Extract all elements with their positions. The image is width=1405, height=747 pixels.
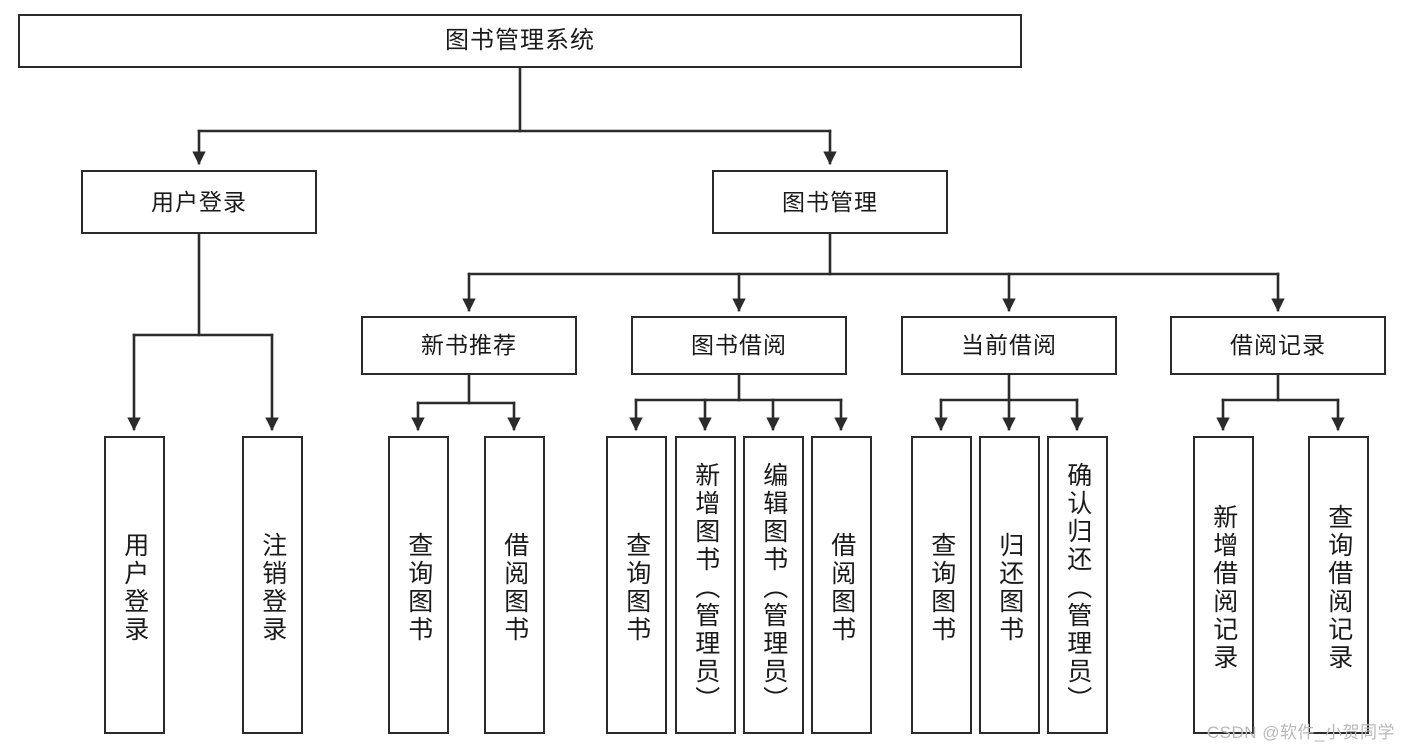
node-label: 用户登录 xyxy=(151,188,247,215)
node-book-management[interactable]: 图书管理 xyxy=(712,170,948,234)
leaf-user-logout[interactable]: 注销登录 xyxy=(242,436,303,734)
leaf-confirm-return-admin[interactable]: 确认归还（管理员） xyxy=(1047,436,1108,734)
leaf-label: 查询借阅记录 xyxy=(1324,504,1353,672)
leaf-label: 借阅图书 xyxy=(500,532,529,644)
leaf-label: 新增借阅记录 xyxy=(1209,504,1238,672)
node-label: 当前借阅 xyxy=(961,332,1057,359)
leaf-label: 注销登录 xyxy=(258,532,287,644)
leaf-borrow-book[interactable]: 借阅图书 xyxy=(811,436,872,734)
leaf-label: 查询图书 xyxy=(622,532,651,644)
node-label: 图书管理系统 xyxy=(445,27,595,54)
node-user-login[interactable]: 用户登录 xyxy=(81,170,317,234)
leaf-label: 编辑图书（管理员） xyxy=(759,462,788,714)
node-new-book-recommend[interactable]: 新书推荐 xyxy=(361,316,577,375)
node-root-system[interactable]: 图书管理系统 xyxy=(18,14,1022,68)
leaf-label: 新增图书（管理员） xyxy=(691,462,720,714)
node-borrow-record[interactable]: 借阅记录 xyxy=(1170,316,1386,375)
leaf-label: 归还图书 xyxy=(995,532,1024,644)
leaf-borrow-book-recommend[interactable]: 借阅图书 xyxy=(484,436,545,734)
leaf-return-book[interactable]: 归还图书 xyxy=(979,436,1040,734)
node-book-borrow[interactable]: 图书借阅 xyxy=(631,316,847,375)
leaf-label: 确认归还（管理员） xyxy=(1063,462,1092,714)
node-label: 借阅记录 xyxy=(1230,332,1326,359)
leaf-query-book-borrow[interactable]: 查询图书 xyxy=(606,436,667,734)
node-current-borrow[interactable]: 当前借阅 xyxy=(901,316,1117,375)
node-label: 图书借阅 xyxy=(691,332,787,359)
leaf-query-book-current[interactable]: 查询图书 xyxy=(911,436,972,734)
leaf-query-book-recommend[interactable]: 查询图书 xyxy=(388,436,449,734)
leaf-user-login[interactable]: 用户登录 xyxy=(104,436,165,734)
node-label: 新书推荐 xyxy=(421,332,517,359)
leaf-edit-book-admin[interactable]: 编辑图书（管理员） xyxy=(743,436,804,734)
leaf-label: 用户登录 xyxy=(120,532,149,644)
leaf-label: 查询图书 xyxy=(927,532,956,644)
leaf-query-borrow-record[interactable]: 查询借阅记录 xyxy=(1308,436,1369,734)
csdn-watermark: CSDN @软件_小贺同学 xyxy=(1206,723,1395,742)
leaf-add-book-admin[interactable]: 新增图书（管理员） xyxy=(675,436,736,734)
leaf-label: 借阅图书 xyxy=(827,532,856,644)
node-label: 图书管理 xyxy=(782,188,878,215)
leaf-add-borrow-record[interactable]: 新增借阅记录 xyxy=(1193,436,1254,734)
leaf-label: 查询图书 xyxy=(404,532,433,644)
